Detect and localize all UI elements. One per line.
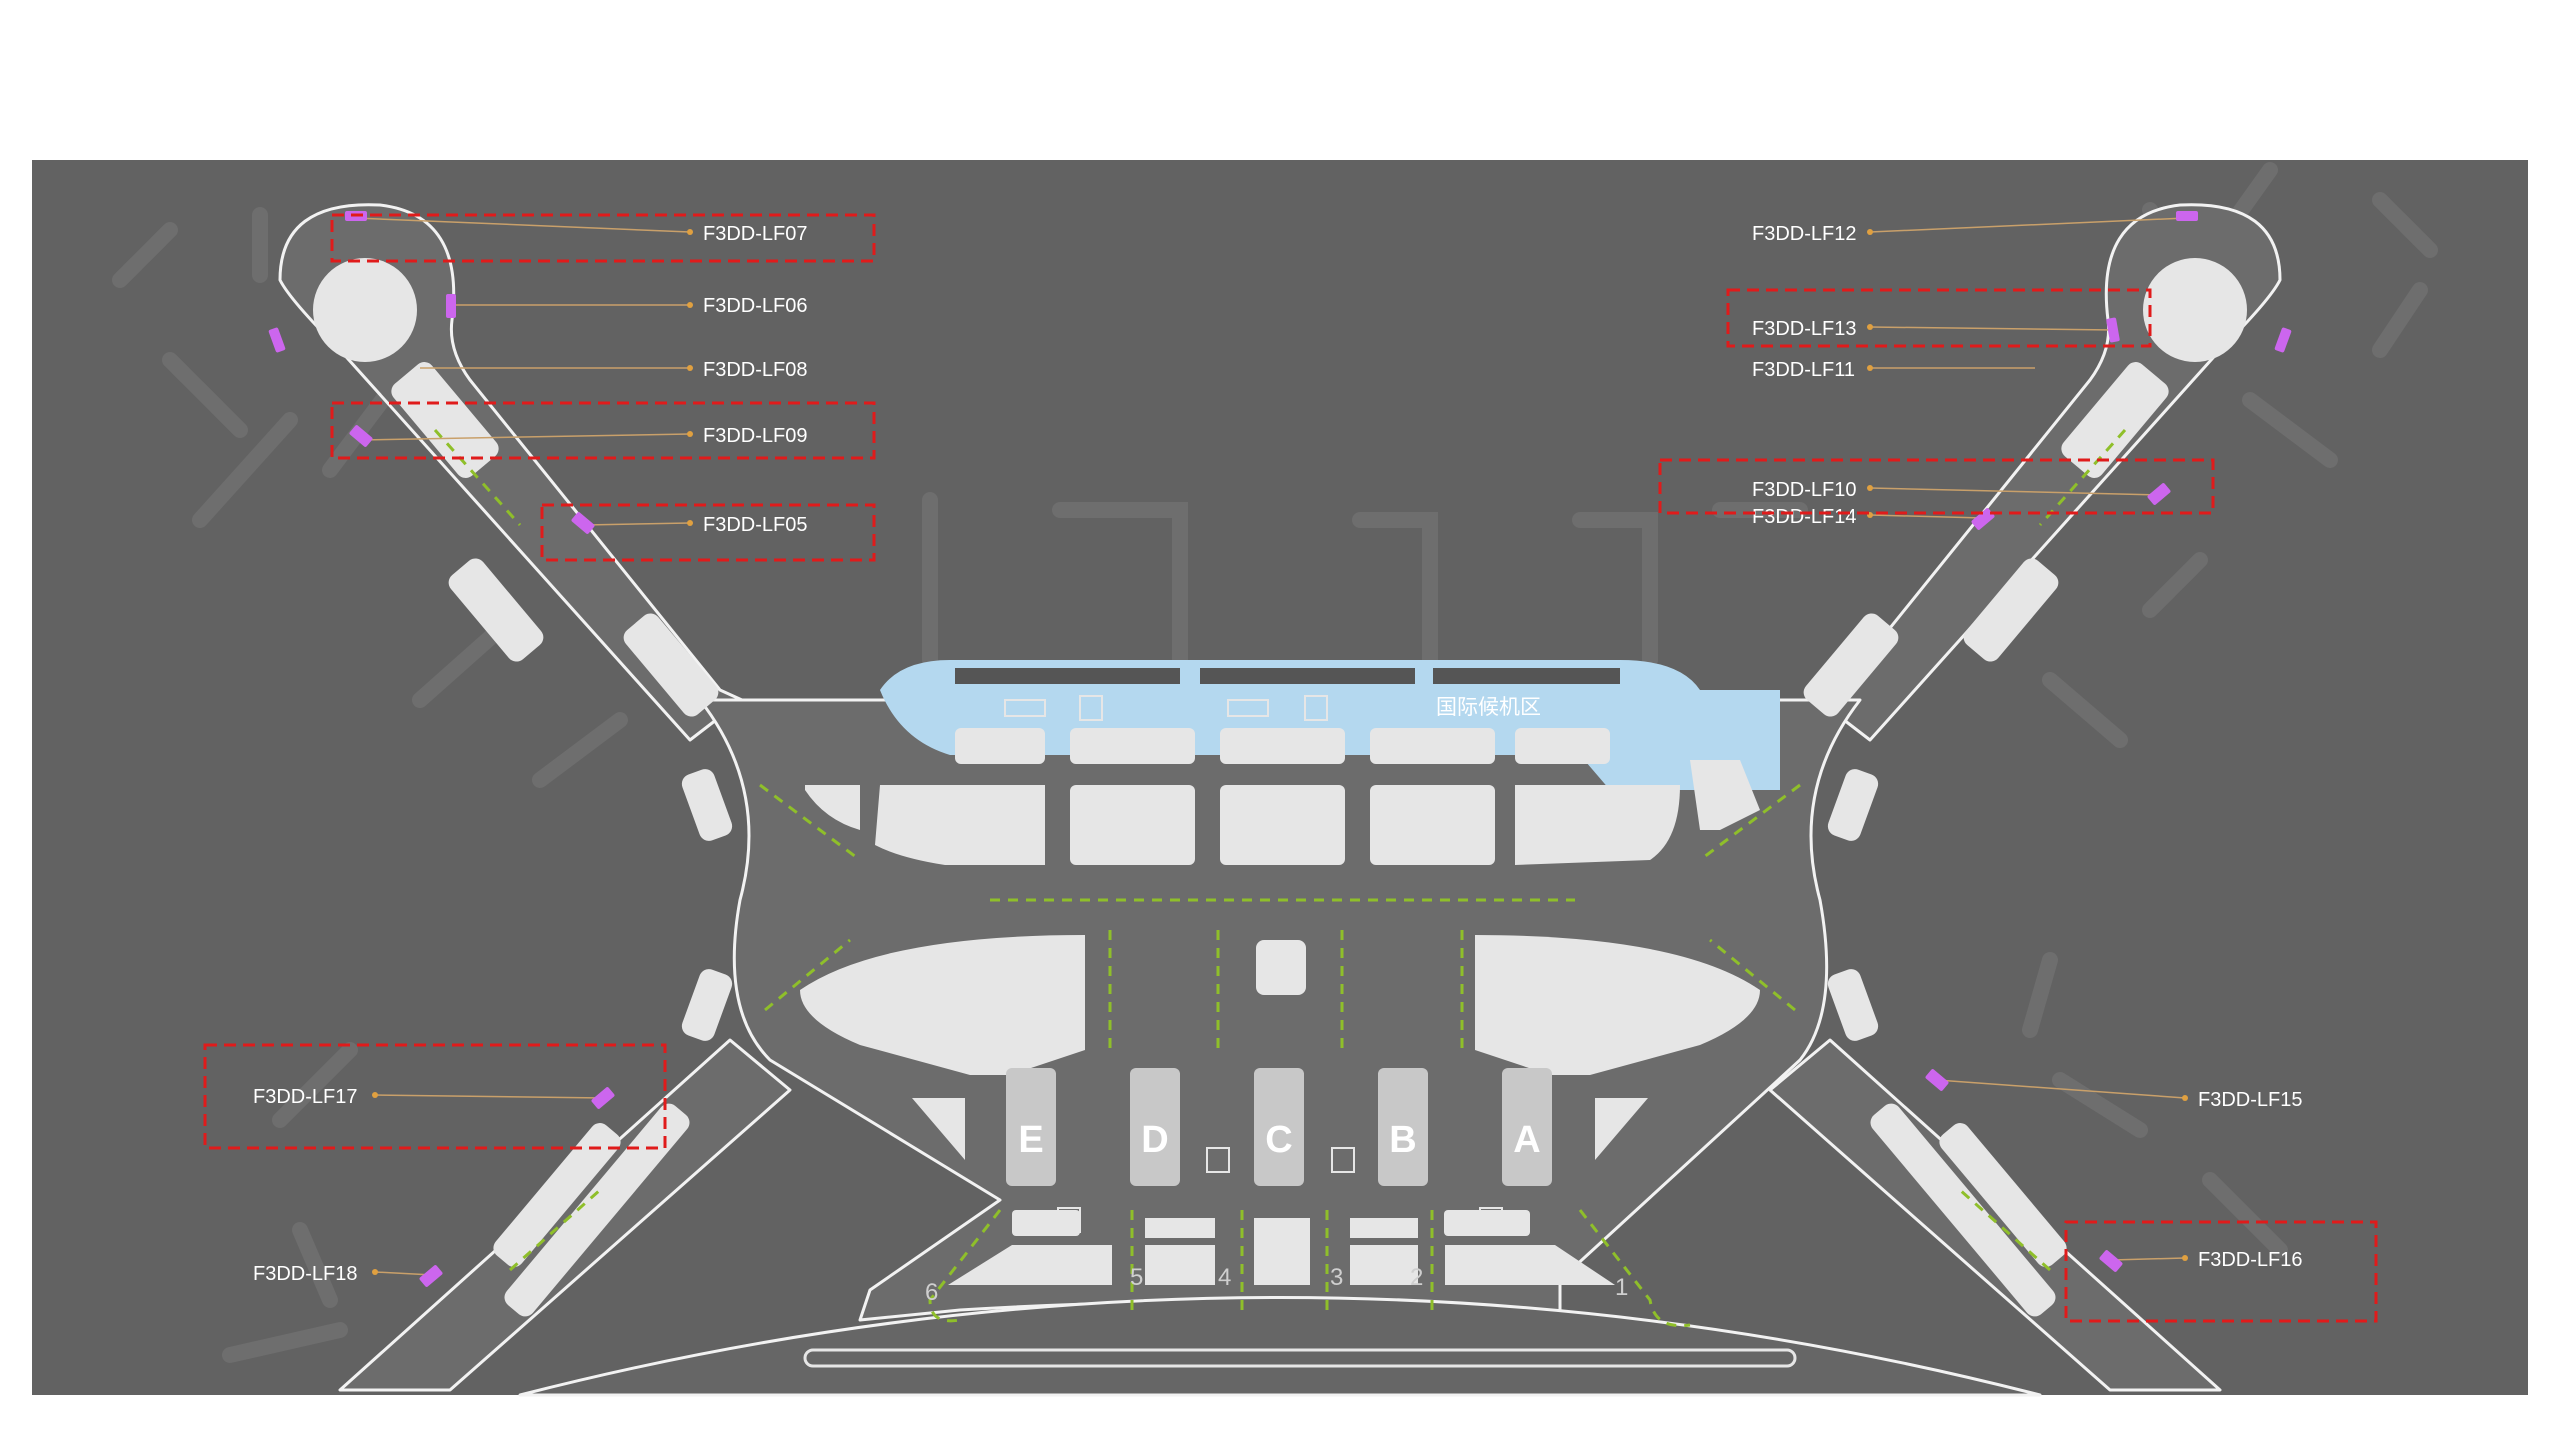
highlight-lf09 <box>330 401 876 460</box>
gate-d-pod <box>1130 1068 1180 1186</box>
label-anchor-dots <box>372 229 2188 1275</box>
device-marker-lf18 <box>419 1265 443 1287</box>
highlight-lf17 <box>203 1043 667 1150</box>
international-waiting-zone <box>880 660 1780 790</box>
device-marker-lf08 <box>268 327 286 353</box>
gate-d-label: D <box>1141 1119 1168 1161</box>
highlight-lf05 <box>540 503 876 562</box>
device-marker-lf11 <box>2274 327 2292 353</box>
gate-pods <box>1006 1068 1552 1186</box>
bottom-kiosks <box>803 1210 1797 1368</box>
device-marker-lf05 <box>571 512 595 534</box>
zone-label: 国际候机区 <box>1436 695 1541 719</box>
lane-4: 4 <box>1218 1264 1231 1291</box>
lane-6: 6 <box>925 1279 938 1306</box>
device-label-lf17[interactable]: F3DD-LF17 <box>253 1086 357 1108</box>
device-label-lf09[interactable]: F3DD-LF09 <box>703 425 807 447</box>
device-marker-lf16 <box>2099 1250 2123 1272</box>
device-marker-lf06 <box>446 294 456 318</box>
gate-b-pod <box>1378 1068 1428 1186</box>
device-label-lf11[interactable]: F3DD-LF11 <box>1752 359 1855 381</box>
device-marker-lf10 <box>2147 483 2171 505</box>
lane-5: 5 <box>1130 1264 1143 1291</box>
device-marker-lf14 <box>1971 508 1995 530</box>
gate-e-pod <box>1006 1068 1056 1186</box>
device-marker-lf09 <box>349 425 373 447</box>
lane-1: 1 <box>1615 1274 1628 1301</box>
gate-e-label: E <box>1018 1119 1043 1161</box>
left-rotunda <box>313 258 417 362</box>
device-label-lf05[interactable]: F3DD-LF05 <box>703 514 807 536</box>
device-label-lf10[interactable]: F3DD-LF10 <box>1752 479 1856 501</box>
gate-a-label: A <box>1513 1119 1540 1161</box>
leader-lines <box>354 217 2187 1276</box>
highlight-lf10 <box>1658 458 2215 515</box>
device-marker-lf17 <box>591 1087 615 1109</box>
device-label-lf15[interactable]: F3DD-LF15 <box>2198 1089 2302 1111</box>
highlight-lf16 <box>2064 1220 2378 1323</box>
highlight-lf07 <box>330 213 876 263</box>
gate-b-label: B <box>1389 1119 1416 1161</box>
device-label-lf06[interactable]: F3DD-LF06 <box>703 295 807 317</box>
zone-inner-blocks <box>955 668 1620 684</box>
pier-walkways <box>391 362 2169 1317</box>
highlight-lf13 <box>1726 288 2152 348</box>
device-label-lf08[interactable]: F3DD-LF08 <box>703 359 807 381</box>
device-label-lf13[interactable]: F3DD-LF13 <box>1752 318 1856 340</box>
device-marker-lf12 <box>2176 211 2198 221</box>
device-label-lf18[interactable]: F3DD-LF18 <box>253 1263 357 1285</box>
terminal-blocks <box>800 728 1760 1160</box>
gate-c-label: C <box>1265 1119 1292 1161</box>
lane-3: 3 <box>1330 1264 1343 1291</box>
gate-a-pod <box>1502 1068 1552 1186</box>
right-rotunda <box>2143 258 2247 362</box>
device-label-lf12[interactable]: F3DD-LF12 <box>1752 223 1856 245</box>
device-markers[interactable] <box>268 211 2292 1288</box>
stair-symbols <box>939 695 1618 1263</box>
device-label-lf16[interactable]: F3DD-LF16 <box>2198 1249 2302 1271</box>
flow-arrows <box>433 428 2127 1328</box>
device-label-lf07[interactable]: F3DD-LF07 <box>703 223 807 245</box>
device-marker-lf15 <box>1925 1069 1949 1091</box>
highlight-boxes <box>203 213 2378 1323</box>
gate-c-pod <box>1254 1068 1304 1186</box>
lane-2: 2 <box>1410 1264 1423 1291</box>
device-marker-lf13 <box>2106 317 2120 343</box>
device-label-lf14[interactable]: F3DD-LF14 <box>1752 506 1856 528</box>
